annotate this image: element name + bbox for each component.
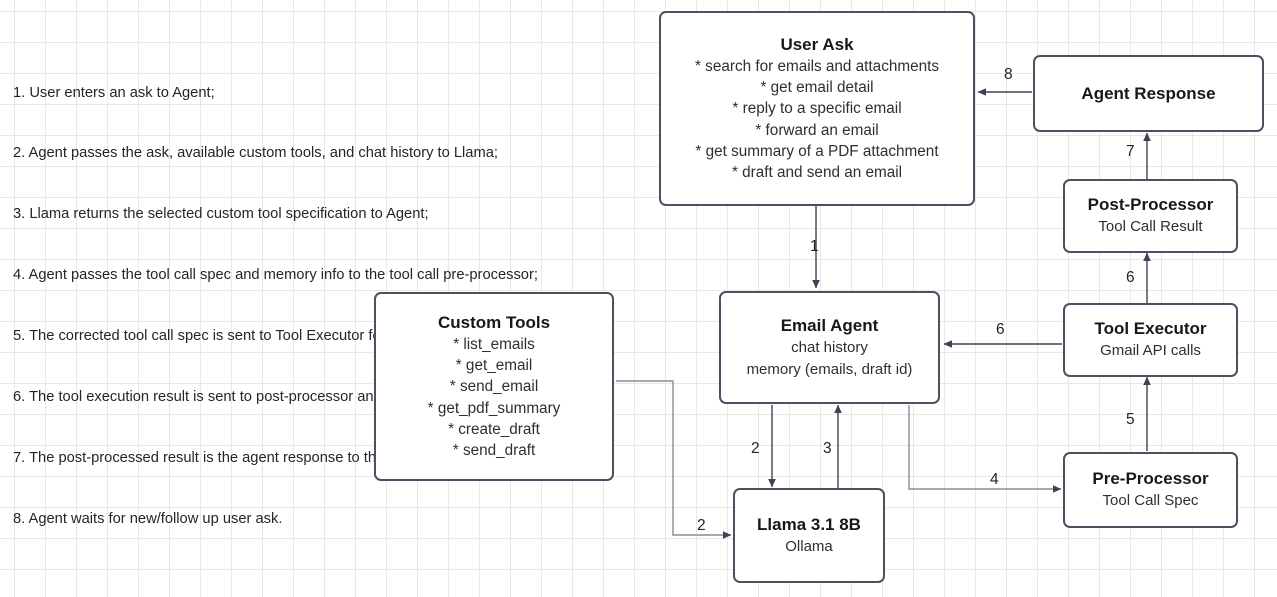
node-llama-subtitle: Ollama [785,537,833,555]
edge-label-6b: 6 [1126,269,1135,286]
node-llama-title: Llama 3.1 8B [757,514,861,534]
node-agent-response[interactable]: Agent Response [1033,55,1264,132]
legend-line-2: 2. Agent passes the ask, available custo… [13,145,498,162]
node-pre-processor-subtitle: Tool Call Spec [1102,492,1199,510]
edge-label-6a: 6 [996,321,1005,338]
edge-label-8: 8 [1004,66,1013,83]
node-post-processor[interactable]: Post-Processor Tool Call Result [1063,179,1238,253]
legend-line-3: 3. Llama returns the selected custom too… [13,206,429,223]
node-pre-processor[interactable]: Pre-Processor Tool Call Spec [1063,452,1238,528]
node-pre-processor-title: Pre-Processor [1092,469,1209,489]
node-custom-tools-item-4: * get_pdf_summary [427,399,561,417]
node-custom-tools-title: Custom Tools [437,312,551,332]
node-tool-executor[interactable]: Tool Executor Gmail API calls [1063,303,1238,377]
node-user-ask-item-4: * forward an email [755,121,879,139]
legend-line-4: 4. Agent passes the tool call spec and m… [13,267,538,284]
edge-label-1: 1 [810,238,819,255]
node-tool-executor-subtitle: Gmail API calls [1100,342,1201,360]
node-custom-tools-item-1: * list_emails [453,335,535,353]
node-custom-tools-item-3: * send_email [449,378,539,396]
node-email-agent-subtitle-1: chat history [791,339,868,356]
edge-label-2b: 2 [697,517,706,534]
node-tool-executor-title: Tool Executor [1094,319,1207,339]
node-user-ask-title: User Ask [780,34,854,54]
node-agent-response-title: Agent Response [1081,83,1216,103]
node-custom-tools-item-2: * get_email [455,356,533,374]
node-llama[interactable]: Llama 3.1 8B Ollama [733,488,885,583]
edge-label-5: 5 [1126,411,1135,428]
node-post-processor-title: Post-Processor [1087,195,1214,215]
legend-line-1: 1. User enters an ask to Agent; [13,84,215,101]
edge-4-path [908,405,1062,493]
node-email-agent-subtitle-2: memory (emails, draft id) [746,360,913,378]
node-custom-tools-item-6: * send_draft [452,442,536,460]
node-user-ask-item-1: * search for emails and attachments [694,57,940,75]
edge-label-4: 4 [990,471,999,488]
node-custom-tools[interactable]: Custom Tools * list_emails * get_email *… [374,292,614,481]
node-user-ask-item-2: * get email detail [760,78,874,96]
node-post-processor-subtitle: Tool Call Result [1098,218,1203,236]
edge-label-7: 7 [1126,143,1135,160]
node-custom-tools-item-5: * create_draft [448,420,540,438]
node-email-agent-title: Email Agent [780,316,879,335]
node-user-ask-item-6: * draft and send an email [731,164,903,182]
edge-label-2a: 2 [751,440,760,457]
edge-label-3: 3 [823,440,832,457]
node-user-ask-item-3: * reply to a specific email [732,100,902,118]
legend-line-8: 8. Agent waits for new/follow up user as… [13,510,283,527]
node-user-ask-item-5: * get summary of a PDF attachment [695,142,939,160]
node-user-ask[interactable]: User Ask * search for emails and attachm… [659,11,975,206]
node-email-agent[interactable]: Email Agent chat history memory (emails,… [719,291,940,404]
